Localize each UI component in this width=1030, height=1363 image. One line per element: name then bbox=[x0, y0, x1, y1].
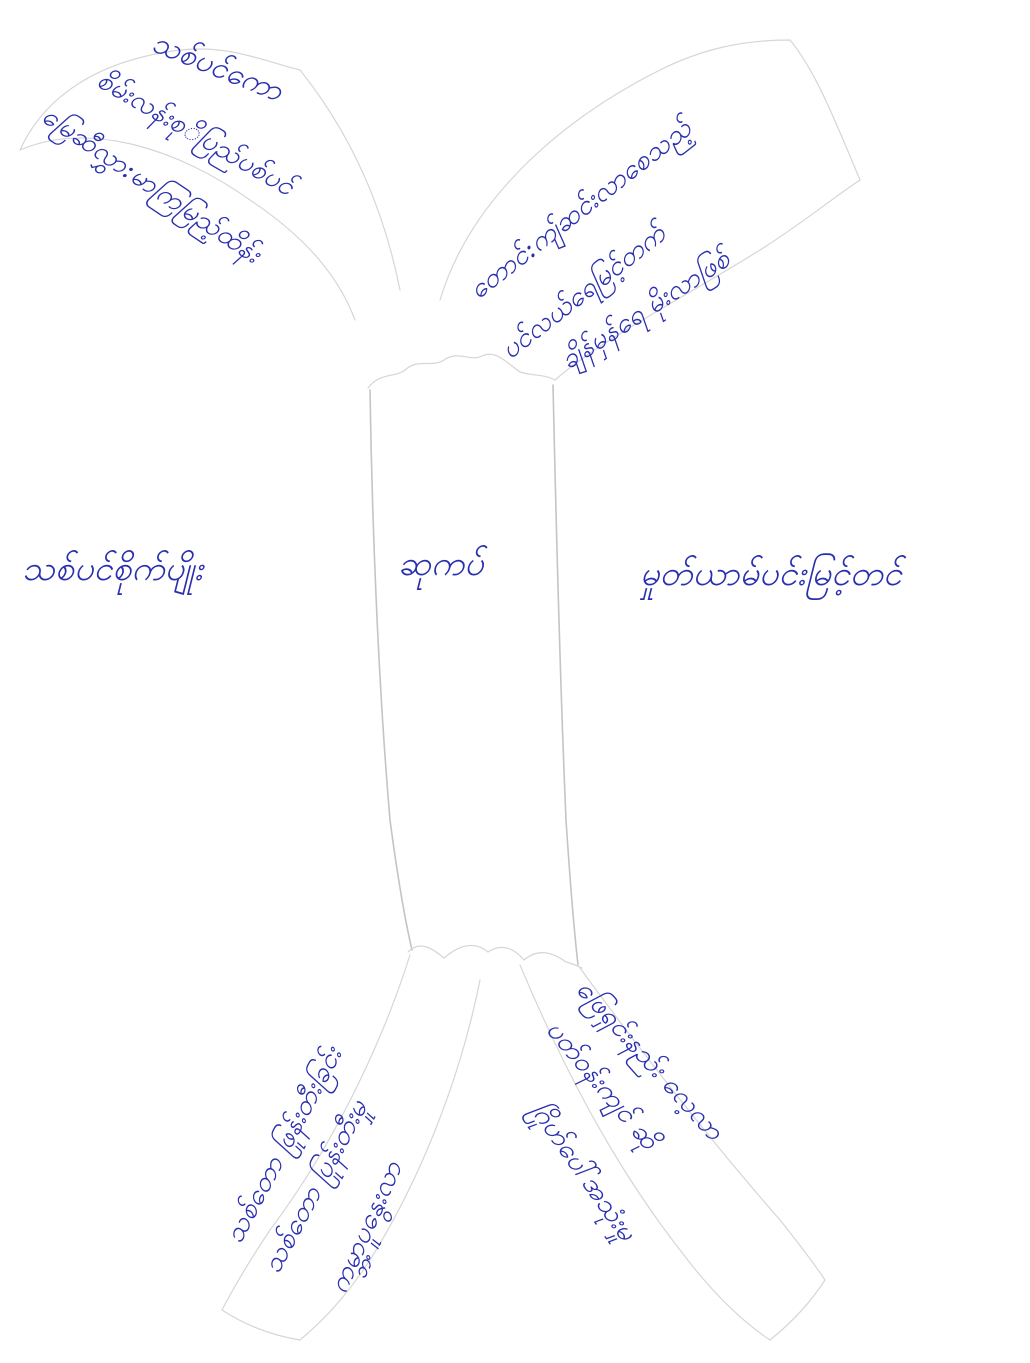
top-left-line-1: သစ်ပင်ကော bbox=[147, 25, 288, 109]
left-label: သစ်ပင်စိုက်ပျိုး bbox=[22, 549, 205, 595]
bottom-cloud-outline bbox=[408, 945, 582, 968]
right-label: မှုတ်ယာမ်ပင်းမြင့်တင် bbox=[639, 553, 907, 600]
top-left-branch-frame bbox=[20, 49, 400, 320]
top-cloud-outline bbox=[368, 354, 555, 388]
bottom-left-branch-text: သစ်တော ဖြုန်းတီးခြင်း သစ်တော ပြုန်းတီးမှ… bbox=[217, 1039, 414, 1300]
trunk-right-line bbox=[553, 385, 578, 965]
top-left-branch-text: သစ်ပင်ကော စိမ်းလန်းစုိပြည်ပစ်ပင် မြေဆီလွ… bbox=[33, 25, 304, 275]
center-label: ဆုကပ် bbox=[398, 544, 489, 590]
top-right-branch-text: တောင်:ကျ်ဆင်းလာစေသည့် ပင်လယ်ရေမြင့်တက် ခ… bbox=[463, 111, 741, 380]
central-trunk bbox=[370, 385, 578, 965]
trunk-left-line bbox=[370, 390, 412, 950]
top-right-branch-frame bbox=[440, 40, 860, 380]
bottom-right-branch-text: ဖြေရှင်းနည်း လေ့လာ ပတ်ဝန်းကျင် ဆို ဂြိုဟ… bbox=[520, 973, 732, 1251]
